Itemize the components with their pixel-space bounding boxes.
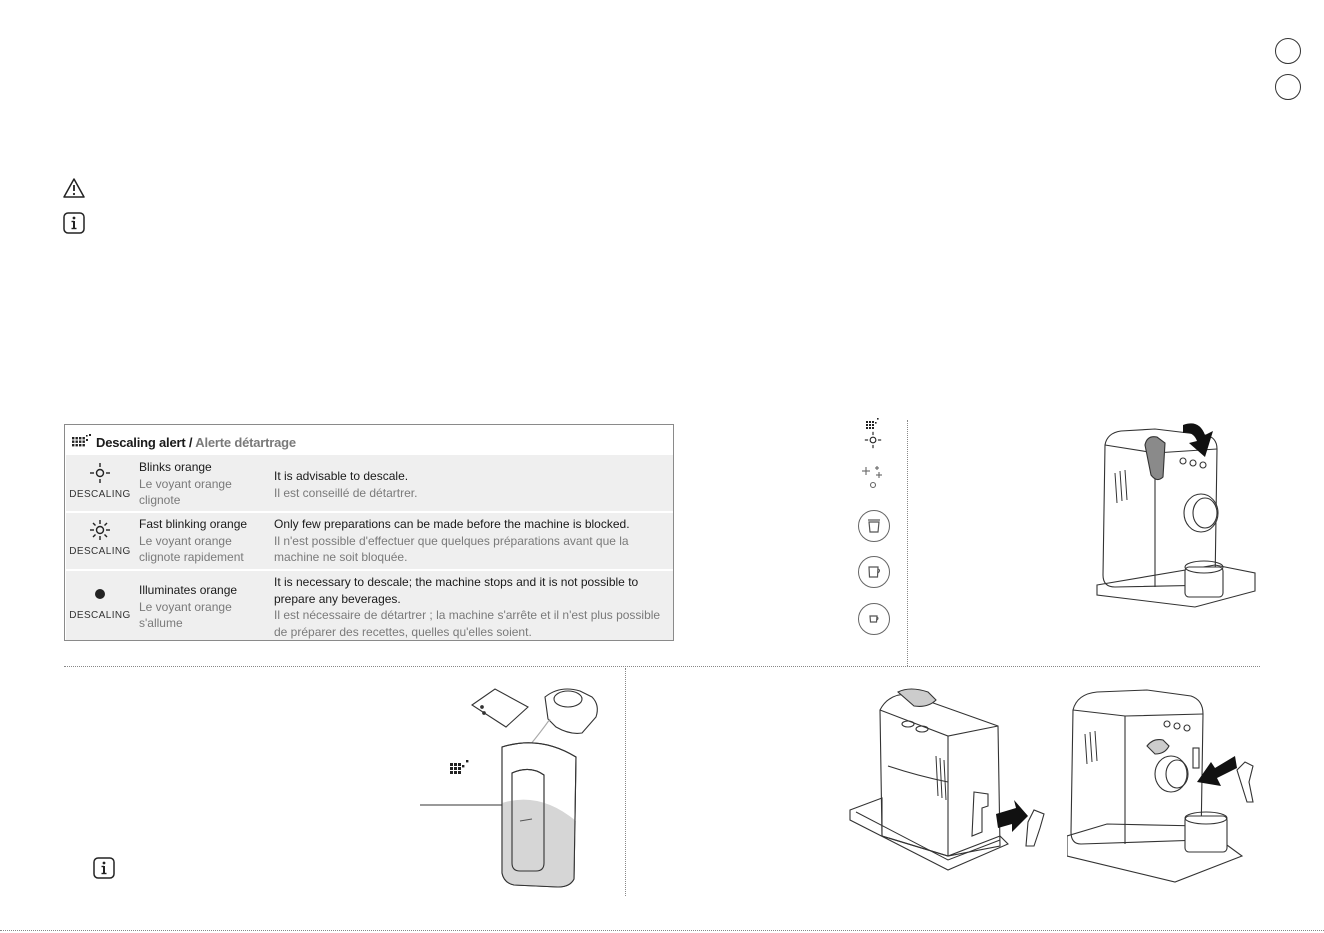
- table-row: DESCALING Blinks orange Le voyant orange…: [66, 455, 673, 511]
- sparkle-light-icon: [862, 466, 882, 489]
- table-row: DESCALING Fast blinking orange Le voyant…: [66, 513, 673, 569]
- descaling-dots-icon: [866, 418, 879, 429]
- vertical-divider-lower: [625, 668, 626, 896]
- indicator-cell: DESCALING: [66, 519, 134, 557]
- indicator-cell: DESCALING: [66, 583, 134, 621]
- small-cup-icon: [869, 615, 879, 623]
- descaling-indicator-label: DESCALING: [69, 489, 131, 500]
- vertical-divider-upper: [907, 420, 908, 666]
- language-circle-top: [1275, 38, 1301, 64]
- light-state: Illuminates orange Le voyant orange s'al…: [139, 583, 238, 630]
- table-row: DESCALING Illuminates orange Le voyant o…: [66, 571, 673, 640]
- info-icon: [63, 212, 85, 234]
- machine-hose-insert-illustration: [1067, 689, 1254, 883]
- bottom-divider: [0, 930, 1324, 931]
- machine-lever-illustration: [1096, 423, 1256, 608]
- horizontal-divider: [64, 666, 1260, 667]
- solid-light-icon: [95, 589, 105, 599]
- info-icon: [93, 857, 115, 879]
- descaling-indicator-label: DESCALING: [69, 610, 131, 621]
- table-title: Descaling alert / Alerte détartrage: [96, 435, 296, 450]
- light-state: Blinks orange Le voyant orange clignote: [139, 460, 232, 507]
- small-cup-button: [858, 603, 890, 635]
- large-cup-icon: [868, 519, 880, 533]
- descaling-alert-table: Descaling alert / Alerte détartrage DESC…: [64, 424, 674, 641]
- machine-rear-hose-illustration: [849, 688, 1045, 871]
- indicator-cell: DESCALING: [66, 462, 134, 500]
- light-state: Fast blinking orange Le voyant orange cl…: [139, 517, 248, 564]
- descaling-dots-icon: [72, 434, 91, 447]
- table-header: Descaling alert / Alerte détartrage: [65, 425, 673, 455]
- fast-blinking-light-icon: [90, 520, 110, 540]
- blinking-light-icon: [864, 431, 882, 449]
- descaling-indicator-label: DESCALING: [69, 546, 131, 557]
- state-description: It is necessary to descale; the machine …: [274, 575, 661, 639]
- large-cup-button: [858, 510, 890, 542]
- medium-cup-button: [858, 556, 890, 588]
- blinking-light-icon: [90, 463, 110, 483]
- warning-triangle-icon: [63, 178, 85, 198]
- language-circle-bottom: [1275, 74, 1301, 100]
- state-description: Only few preparations can be made before…: [274, 517, 630, 564]
- state-description: It is advisable to descale. Il est conse…: [274, 469, 418, 500]
- medium-cup-icon: [868, 566, 881, 578]
- water-tank-illustration: [420, 688, 598, 888]
